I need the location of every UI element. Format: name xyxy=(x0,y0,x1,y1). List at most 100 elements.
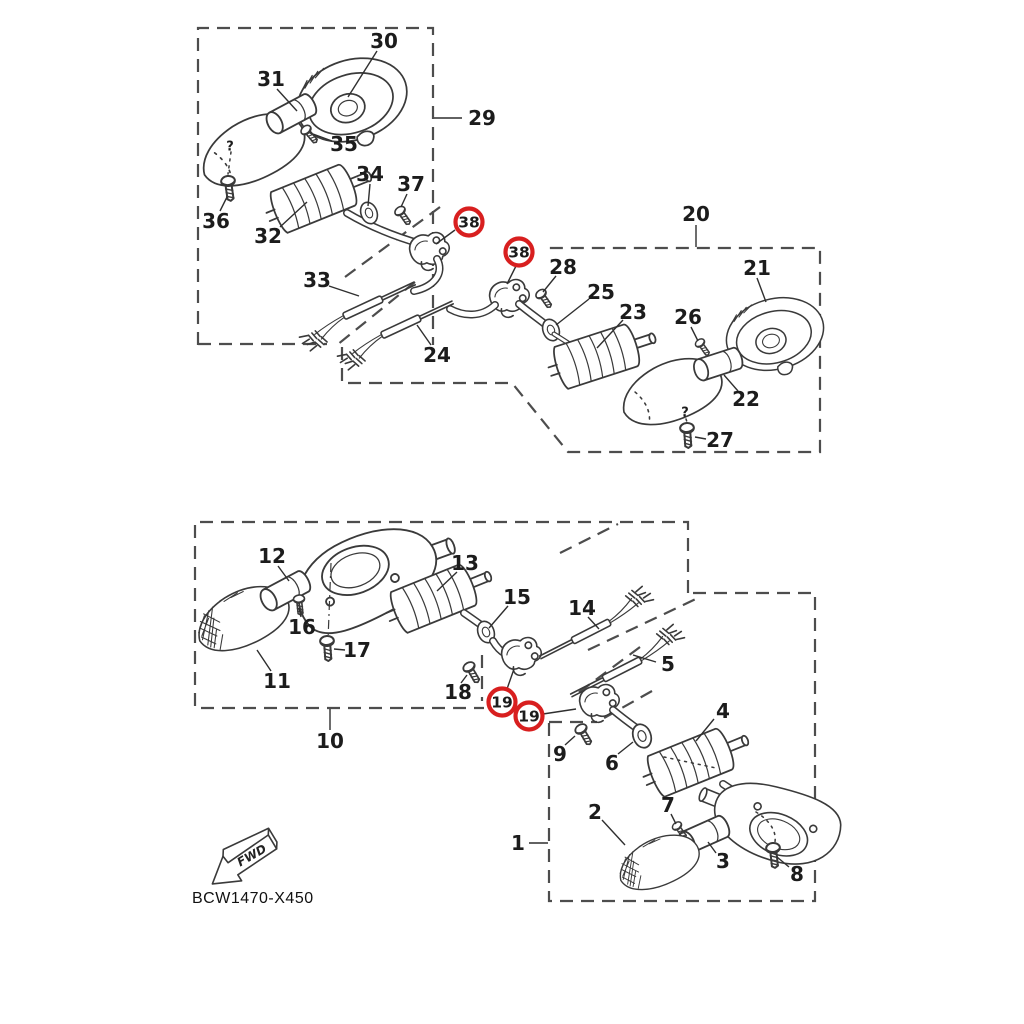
leader-line-26 xyxy=(690,326,699,342)
leader-line-21 xyxy=(756,277,767,303)
leader-line-35 xyxy=(312,133,333,142)
part-number-15: 15 xyxy=(503,585,531,609)
leader-line-19 xyxy=(542,708,577,715)
part-number-9: 9 xyxy=(553,742,567,766)
part-number-1: 1 xyxy=(511,831,525,855)
leader-line-9 xyxy=(564,735,576,746)
leader-line-25 xyxy=(555,298,590,326)
boundary-box-1 xyxy=(547,591,817,903)
leader-line-30 xyxy=(347,50,378,98)
leader-line-36 xyxy=(219,196,228,212)
part-number-8: 8 xyxy=(790,862,804,886)
assembly-front-flasher-right xyxy=(335,276,835,450)
fwd-arrow-face xyxy=(211,834,278,885)
assembly-boundaries xyxy=(193,26,822,903)
part-number-26: 26 xyxy=(674,305,702,329)
part-number-7: 7 xyxy=(661,793,675,817)
leader-line-34 xyxy=(367,183,371,207)
part-number-2: 2 xyxy=(588,800,602,824)
leader-line-23 xyxy=(596,319,624,349)
part-number-38: 38 xyxy=(508,243,530,261)
leader-line-18 xyxy=(460,674,468,684)
part-number-17: 17 xyxy=(343,638,371,662)
highlight-circle-38 xyxy=(453,206,485,238)
part-number-4: 4 xyxy=(716,699,730,723)
leader-line-14 xyxy=(587,616,600,630)
assembly-front-flasher-left xyxy=(190,43,454,355)
leader-line-6 xyxy=(617,741,634,755)
leader-line-24 xyxy=(416,324,432,346)
leader-line-19 xyxy=(506,668,515,690)
boundary-channel-top xyxy=(336,206,441,346)
assembly-rear-flasher-right xyxy=(572,681,850,900)
part-number-20: 20 xyxy=(682,202,710,226)
leader-line-11 xyxy=(256,649,272,672)
boundary-channel-bottom xyxy=(480,523,701,724)
highlight-circle-19 xyxy=(486,686,518,718)
part-number-3: 3 xyxy=(716,849,730,873)
part-number-?: ? xyxy=(226,140,234,155)
leader-line-38 xyxy=(435,229,456,245)
leader-line-4 xyxy=(695,718,715,742)
alignment-line xyxy=(327,562,332,641)
leader-line-33 xyxy=(328,285,360,297)
part-number-?: ? xyxy=(681,406,689,421)
part-number-23: 23 xyxy=(619,300,647,324)
boundary-box-10 xyxy=(193,520,690,710)
leader-line-12 xyxy=(277,565,290,582)
part-number-31: 31 xyxy=(257,67,285,91)
leader-line-3 xyxy=(707,841,717,854)
leader-line-31 xyxy=(276,88,298,112)
part-number-19: 19 xyxy=(491,693,513,711)
part-number-36: 36 xyxy=(202,209,230,233)
highlight-circle-38 xyxy=(503,236,535,268)
alignment-dots xyxy=(663,756,717,769)
leader-line-13 xyxy=(436,571,458,592)
part-number-37: 37 xyxy=(397,172,425,196)
leader-line-15 xyxy=(488,605,509,629)
part-number-12: 12 xyxy=(258,544,286,568)
part-number-21: 21 xyxy=(743,256,771,280)
part-number-14: 14 xyxy=(568,596,596,620)
part-number-29: 29 xyxy=(468,106,496,130)
part-number-18: 18 xyxy=(444,680,472,704)
leader-line-2 xyxy=(601,819,626,846)
part-number-28: 28 xyxy=(549,255,577,279)
part-number-35: 35 xyxy=(330,132,358,156)
fwd-arrow-extrude xyxy=(222,827,278,858)
leader-line-16 xyxy=(298,607,302,618)
part-number-5: 5 xyxy=(661,652,675,676)
part-number-24: 24 xyxy=(423,343,451,367)
boundary-box-20 xyxy=(340,246,822,454)
part-number-19: 19 xyxy=(518,707,540,725)
part-number-22: 22 xyxy=(732,387,760,411)
leader-line-37 xyxy=(400,193,408,208)
leader-line-28 xyxy=(542,275,557,293)
part-number-34: 34 xyxy=(356,162,384,186)
boundary-box-29 xyxy=(196,26,435,345)
leader-line-27 xyxy=(694,436,707,440)
leader-line-7 xyxy=(670,813,677,825)
part-number-25: 25 xyxy=(587,280,615,304)
alignment-dots xyxy=(755,811,776,847)
part-number-10: 10 xyxy=(316,729,344,753)
leader-line-32 xyxy=(279,201,308,228)
part-number-27: 27 xyxy=(706,428,734,452)
assembly-rear-flasher-left xyxy=(187,505,687,700)
part-number-6: 6 xyxy=(605,751,619,775)
part-number-11: 11 xyxy=(263,669,291,693)
leader-line-38 xyxy=(506,265,517,285)
leader-line-22 xyxy=(723,374,739,392)
part-number-30: 30 xyxy=(370,29,398,53)
leader-line-8 xyxy=(776,856,790,868)
part-number-32: 32 xyxy=(254,224,282,248)
diagram-code: BCW1470-X450 xyxy=(192,890,314,907)
part-number-16: 16 xyxy=(288,615,316,639)
part-number-33: 33 xyxy=(303,268,331,292)
highlight-circle-19 xyxy=(513,700,545,732)
part-number-13: 13 xyxy=(451,551,479,575)
leader-line-17 xyxy=(333,648,346,651)
